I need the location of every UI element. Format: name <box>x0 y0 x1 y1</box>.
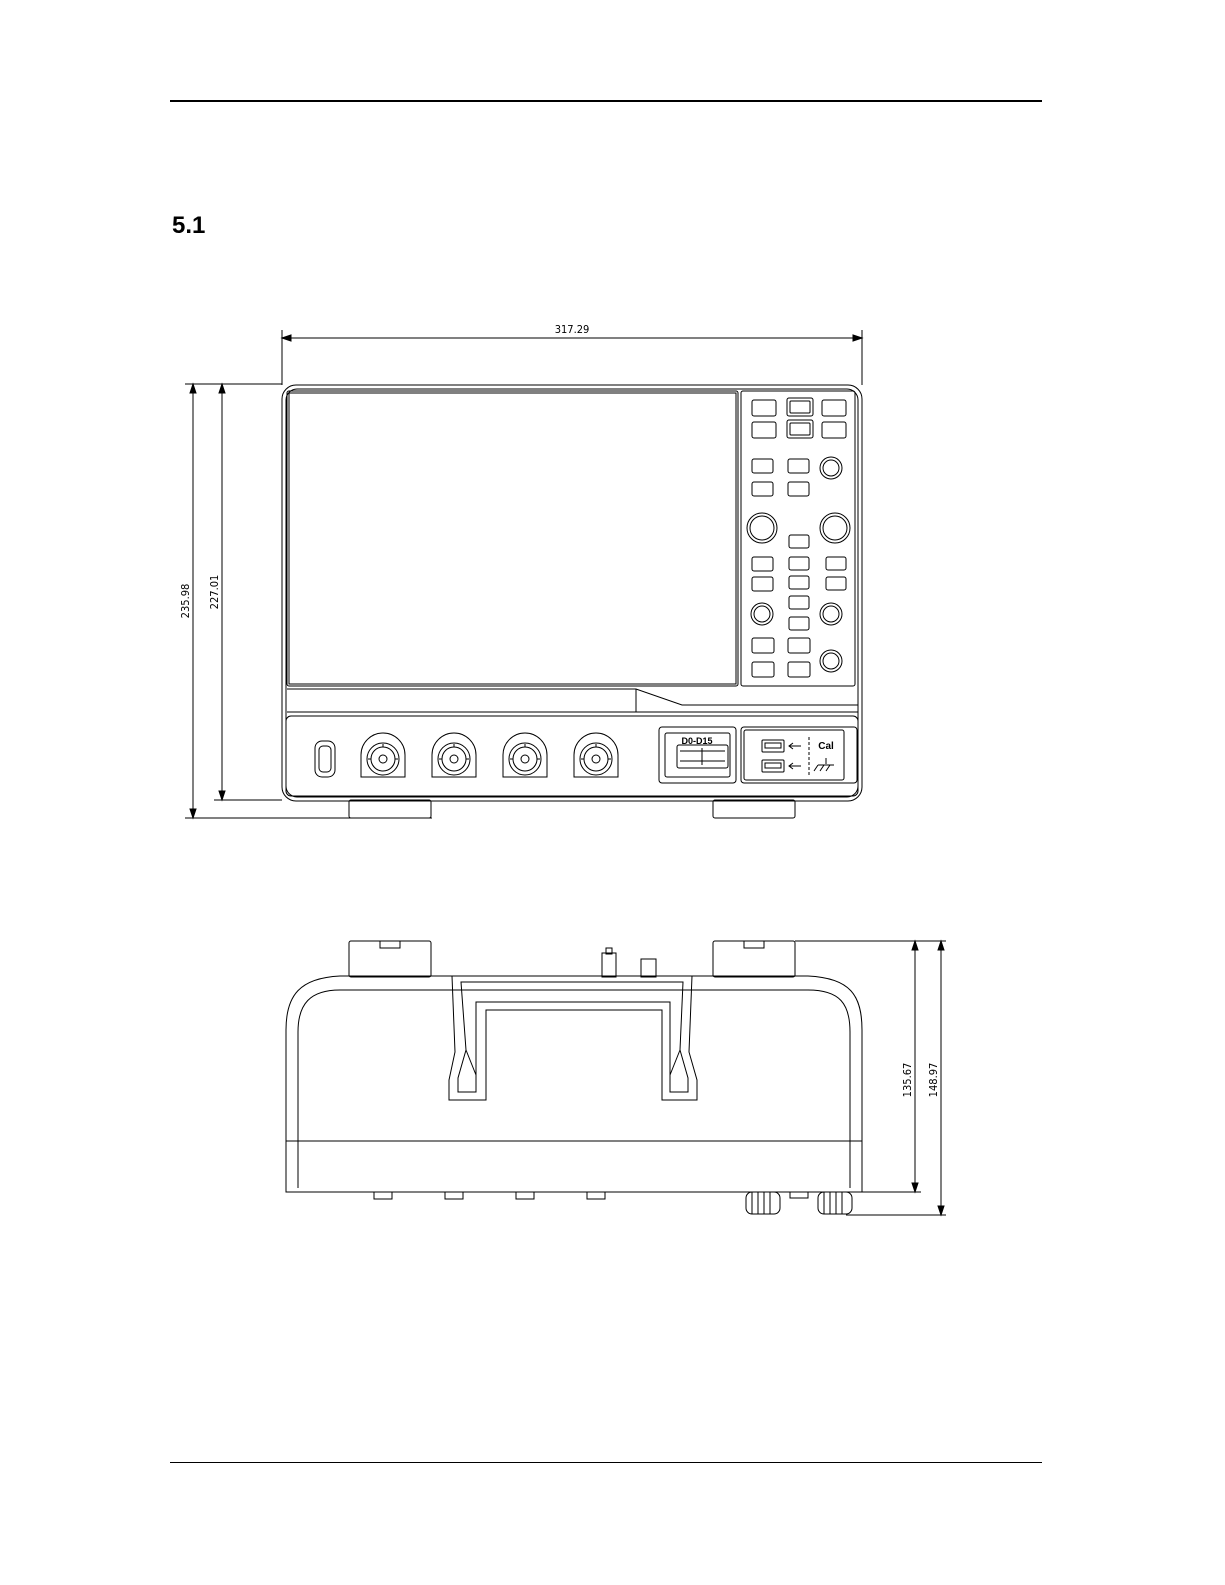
height-dimension-outer-label: 235.98 <box>179 584 192 619</box>
bnc-ring <box>442 747 466 771</box>
depth-dimension-inner-label: 135.67 <box>901 1063 914 1098</box>
width-dimension-label: 317.29 <box>555 323 590 336</box>
bnc-ring <box>438 743 470 775</box>
footer-rule <box>170 1462 1042 1463</box>
top-view-drawing <box>286 941 946 1215</box>
bnc-connector-ch1 <box>361 733 405 777</box>
bnc-ring <box>513 747 537 771</box>
bnc-connectors <box>361 733 618 777</box>
bnc-ring <box>371 747 395 771</box>
bnc-ring <box>584 747 608 771</box>
cal-label: Cal <box>818 741 834 752</box>
bnc-ring <box>450 755 458 763</box>
digital-port-label: D0-D15 <box>681 736 712 746</box>
height-dimension-inner-label: 227.01 <box>208 575 221 610</box>
bnc-ring <box>379 755 387 763</box>
depth-dimension-outer-label: 148.97 <box>927 1063 940 1098</box>
bnc-ring <box>592 755 600 763</box>
bnc-connector-ch3 <box>503 733 547 777</box>
bnc-connector-ch2 <box>432 733 476 777</box>
bnc-ring <box>367 743 399 775</box>
front-view-drawing <box>185 330 862 818</box>
bnc-ring <box>580 743 612 775</box>
bnc-connector-ch4 <box>574 733 618 777</box>
bnc-ring <box>521 755 529 763</box>
bnc-ring <box>509 743 541 775</box>
